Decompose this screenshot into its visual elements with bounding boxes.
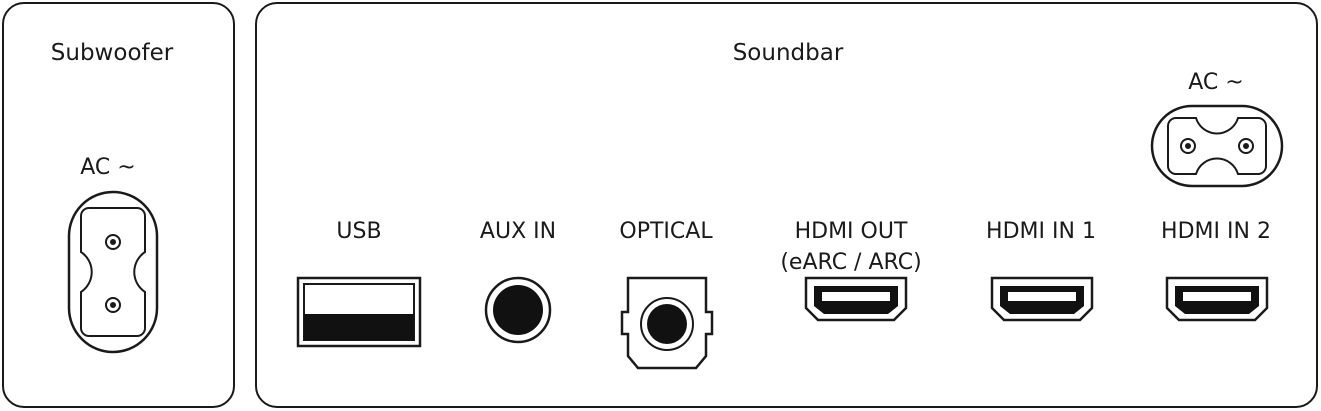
hdmi-port-icon [990,276,1094,326]
hdmi-out-label: HDMI OUT [794,219,908,244]
soundbar-panel [255,2,1318,408]
usb-port-icon [296,276,422,352]
optical-port-icon [620,276,714,374]
hdmi-port-icon [1165,276,1269,326]
hdmi-port-icon [804,276,908,326]
ac-socket-icon [67,190,159,358]
aux-jack-icon [484,276,552,348]
soundbar-title: Soundbar [732,40,844,66]
ac-socket-icon [1150,104,1284,192]
subwoofer-ac-label: AC ~ [80,155,136,180]
hdmi-in-2-label: HDMI IN 2 [1161,219,1271,244]
hdmi-in-1-label: HDMI IN 1 [986,219,1096,244]
subwoofer-title: Subwoofer [50,40,174,66]
usb-label: USB [336,219,382,244]
soundbar-ac-label: AC ~ [1188,70,1244,95]
optical-label: OPTICAL [619,219,713,244]
hdmi-out-sublabel: (eARC / ARC) [780,250,922,275]
aux-in-label: AUX IN [479,219,557,244]
